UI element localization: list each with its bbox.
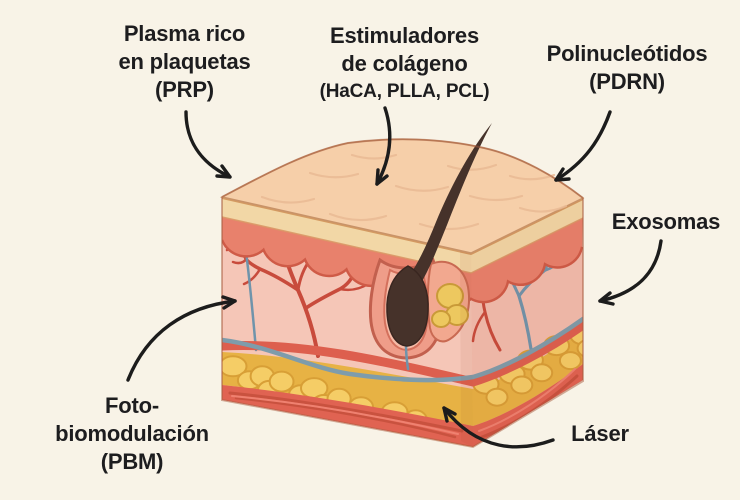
label-polynucleotides: Polinucleótidos (PDRN) <box>516 40 738 96</box>
label-laser: Láser <box>545 420 655 448</box>
right-face-shadow <box>471 198 583 447</box>
label-prp: Plasma rico en plaquetas (PRP) <box>62 20 307 104</box>
arrow-collagen-stimulators <box>375 106 392 186</box>
label-pdrn-line1: Polinucleótidos <box>546 41 708 66</box>
label-pdrn-line2: (PDRN) <box>589 69 665 94</box>
label-collagen-line1: Estimuladores <box>329 23 479 48</box>
arrow-laser <box>442 406 555 449</box>
label-prp-line2: en plaquetas <box>118 49 251 74</box>
label-collagen-line3: (HaCA, PLLA, PCL) <box>319 81 490 102</box>
skin-block-faces <box>222 197 583 447</box>
label-exosomes: Exosomas <box>596 208 736 236</box>
block-outline <box>221 138 584 449</box>
hair-icon <box>386 123 492 347</box>
vessel-band <box>222 316 583 387</box>
label-collagen-line2: de colágeno <box>341 51 468 76</box>
label-photobiomodulation: Foto- biomodulación (PBM) <box>18 392 246 476</box>
arrow-pdrn <box>554 110 612 182</box>
label-laser-text: Láser <box>571 421 629 446</box>
label-pbm-line1: Foto- <box>105 393 159 418</box>
label-exosomes-text: Exosomas <box>611 209 721 234</box>
label-collagen-stimulators: Estimuladores de colágeno (HaCA, PLLA, P… <box>282 22 527 106</box>
label-prp-line3: (PRP) <box>155 77 214 102</box>
label-pbm-line2: biomodulación <box>55 421 209 446</box>
corner-edge-shadow <box>460 250 473 447</box>
arrow-prp <box>184 110 232 179</box>
sebaceous-gland <box>426 260 470 343</box>
arrow-pbm <box>126 295 237 382</box>
label-prp-line1: Plasma rico <box>123 21 246 46</box>
arrow-exosomes <box>598 239 663 306</box>
epidermis-layer <box>222 197 583 274</box>
label-pbm-line3: (PBM) <box>100 449 164 474</box>
